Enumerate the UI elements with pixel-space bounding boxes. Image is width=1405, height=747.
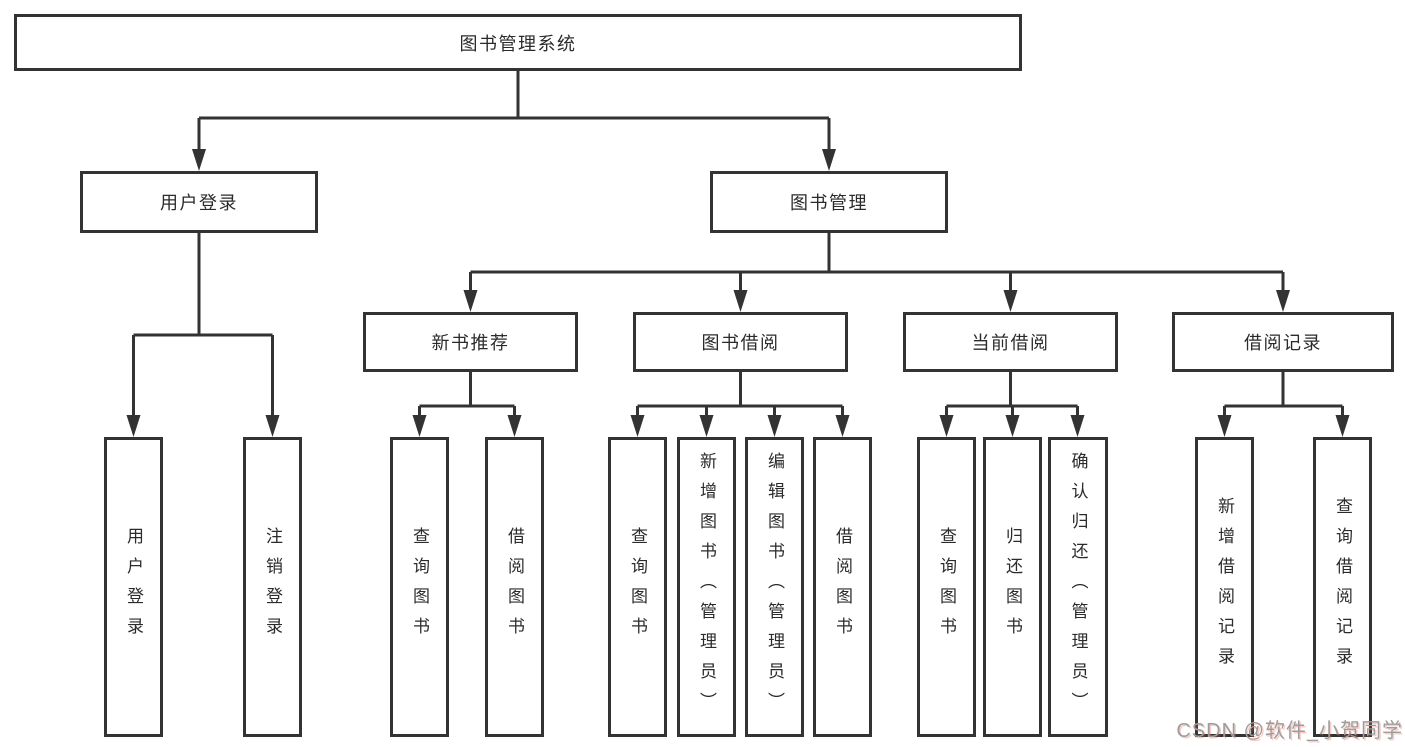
node-label: 确认归还（管理员） — [1068, 452, 1088, 722]
leaf-return-book: 归还图书 — [983, 437, 1042, 737]
node-user-login: 用户登录 — [80, 171, 318, 233]
leaf-borrow-books: 借阅图书 — [813, 437, 872, 737]
node-current-borrowing: 当前借阅 — [903, 312, 1118, 372]
node-label: 归还图书 — [1003, 527, 1022, 647]
node-label: 新书推荐 — [431, 333, 510, 353]
node-label: 注销登录 — [263, 527, 282, 647]
node-label: 借阅记录 — [1244, 333, 1322, 353]
node-label: 编辑图书（管理员） — [765, 452, 784, 722]
leaf-query-borrow-record: 查询借阅记录 — [1313, 437, 1372, 737]
node-book-borrowing: 图书借阅 — [633, 312, 848, 372]
node-label: 借阅图书 — [833, 527, 852, 647]
leaf-query-books-borrow: 查询图书 — [608, 437, 667, 737]
node-label: 图书管理系统 — [459, 33, 577, 54]
leaf-logout: 注销登录 — [243, 437, 302, 737]
node-new-book-recommendation: 新书推荐 — [363, 312, 578, 372]
leaf-add-book-admin: 新增图书（管理员） — [677, 437, 736, 737]
leaf-query-books-recommend: 查询图书 — [390, 437, 449, 737]
node-label: 查询图书 — [628, 527, 647, 647]
node-label: 借阅图书 — [505, 527, 524, 647]
leaf-user-login: 用户登录 — [104, 437, 163, 737]
leaf-confirm-return-admin: 确认归还（管理员） — [1048, 437, 1108, 737]
node-label: 图书借阅 — [701, 333, 780, 353]
node-borrowing-records: 借阅记录 — [1172, 312, 1394, 372]
node-label: 查询图书 — [410, 527, 429, 647]
node-label: 查询借阅记录 — [1333, 497, 1352, 677]
node-label: 查询图书 — [937, 527, 956, 647]
node-label: 用户登录 — [124, 527, 143, 647]
arrowhead-icons — [126, 149, 1350, 437]
leaf-edit-book-admin: 编辑图书（管理员） — [745, 437, 804, 737]
leaf-query-books-current: 查询图书 — [917, 437, 976, 737]
node-library-management-system: 图书管理系统 — [14, 14, 1022, 71]
node-label: 新增借阅记录 — [1215, 497, 1234, 677]
csdn-watermark: CSDN @软件_小贺同学 — [1176, 720, 1403, 742]
leaf-borrow-books-recommend: 借阅图书 — [485, 437, 544, 737]
node-label: 新增图书（管理员） — [697, 452, 716, 722]
leaf-add-borrow-record: 新增借阅记录 — [1195, 437, 1254, 737]
node-label: 当前借阅 — [971, 333, 1050, 353]
node-book-management: 图书管理 — [710, 171, 948, 233]
node-label: 用户登录 — [160, 193, 238, 213]
node-label: 图书管理 — [790, 193, 868, 213]
